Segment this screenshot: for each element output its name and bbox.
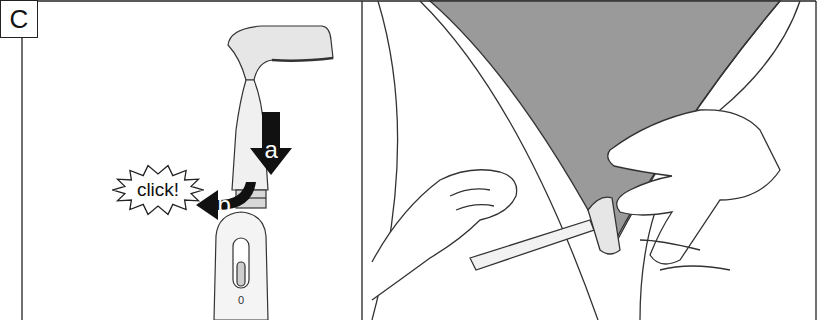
rotation-arrow	[196, 182, 256, 220]
step-letter: a	[265, 138, 278, 162]
node-text: click!	[137, 179, 179, 201]
legs-illustration	[372, 1, 800, 320]
node-text: C	[10, 4, 29, 35]
trimmer-device	[214, 26, 333, 320]
panel-frame	[22, 1, 816, 320]
setting-number: 0	[238, 295, 244, 306]
step-letter: b	[218, 193, 231, 217]
panel-letter-box: C	[0, 0, 38, 38]
click-burst: click!	[112, 164, 204, 216]
direction-arrow	[250, 112, 292, 175]
burst-shape	[113, 166, 203, 215]
